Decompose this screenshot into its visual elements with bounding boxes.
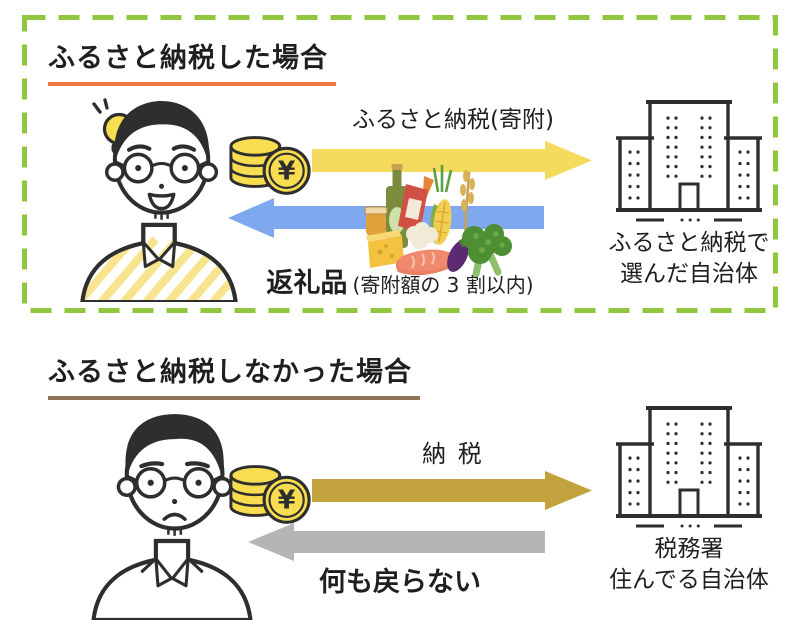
not-donated-destination-line2: 住んでる自治体 [609, 567, 769, 593]
donation-arrow-right [312, 141, 592, 180]
donated-destination-line1: ふるさと納税で [608, 230, 770, 256]
tax-arrow-right [312, 471, 592, 510]
yen-symbol: ¥ [278, 485, 296, 515]
return-gift-label: 返礼品 [266, 268, 348, 299]
donated-destination-line2: 選んだ自治体 [620, 261, 758, 287]
municipality-building-icon [616, 100, 762, 222]
not-donated-destination-label: 税務署 住んでる自治体 [598, 534, 780, 596]
person-happy-illustration [80, 101, 238, 302]
donated-section-dashed-border [22, 15, 778, 313]
yen-coins-icon: ¥ [229, 465, 311, 524]
person-sad-illustration [91, 414, 253, 620]
return-gift-label-row: 返礼品 (寄附額の 3 割以内) [240, 261, 560, 300]
return-gifts-food-illustration [364, 164, 512, 278]
donated-destination-label: ふるさと納税で 選んだ自治体 [598, 228, 780, 290]
donation-arrow-label: ふるさと納税(寄附) [352, 107, 554, 133]
yen-coins-icon: ¥ [229, 136, 311, 195]
yen-symbol: ¥ [278, 156, 296, 186]
return-gift-note: (寄附額の 3 割以内) [352, 273, 534, 297]
donated-section-title: ふるさと納税した場合 [48, 36, 336, 86]
nothing-returned-arrow-left [248, 523, 545, 561]
not-donated-destination-line1: 税務署 [654, 536, 724, 562]
tax-office-building-icon [616, 406, 762, 528]
tax-arrow-label: 納 税 [422, 440, 484, 468]
nothing-returned-label: 何も戻らない [319, 567, 481, 598]
not-donated-section-title: ふるさと納税しなかった場合 [48, 350, 420, 400]
